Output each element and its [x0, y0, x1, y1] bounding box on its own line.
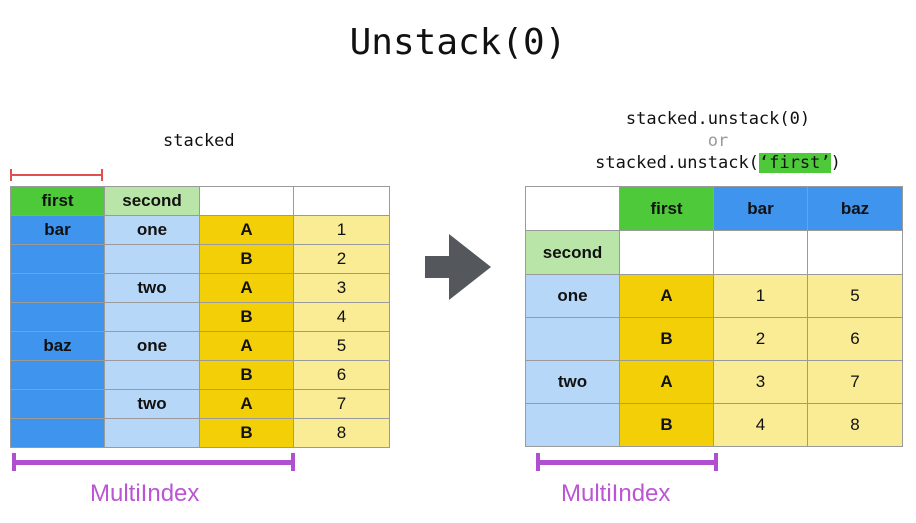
header-first: first: [10, 186, 105, 216]
code-or: or: [707, 131, 729, 151]
multiindex-bracket-left-tick: [12, 453, 16, 471]
table-row: one A 1 5: [525, 274, 903, 318]
column-bar: bar: [713, 186, 808, 231]
index-first-cell: [10, 244, 105, 274]
index-second-cell: [104, 360, 200, 390]
index-first-cell: [10, 389, 105, 419]
code-suffix: ): [830, 153, 841, 173]
index-third-cell: A: [199, 389, 294, 419]
table-row: B 4 8: [525, 403, 903, 447]
value-cell: 4: [713, 403, 808, 447]
table-row: two A 3: [10, 273, 390, 303]
header-first: first: [619, 186, 714, 231]
index-first-cell: bar: [10, 215, 105, 245]
value-cell: 2: [713, 317, 808, 361]
index-third-cell: A: [199, 273, 294, 303]
multiindex-bracket-right: [536, 460, 718, 465]
index-third-cell: A: [199, 331, 294, 361]
header-second: second: [525, 230, 620, 275]
header-blank: [619, 230, 714, 275]
value-cell: 4: [293, 302, 390, 332]
index-first-cell: [10, 302, 105, 332]
index-second-cell: two: [104, 273, 200, 303]
table-row: B 8: [10, 418, 390, 448]
level-marker-left-tick: [10, 169, 12, 181]
value-cell: 6: [807, 317, 903, 361]
multiindex-label-left: MultiIndex: [90, 480, 200, 507]
index-third-cell: A: [199, 215, 294, 245]
index-second-cell: [104, 302, 200, 332]
page-title: Unstack(0): [349, 22, 567, 63]
header-blank: [293, 186, 390, 216]
index-second-cell: two: [104, 389, 200, 419]
table-row: baz one A 5: [10, 331, 390, 361]
index-second-cell: two: [525, 360, 620, 404]
multiindex-bracket-left: [12, 460, 295, 465]
index-third-cell: B: [199, 418, 294, 448]
index-third-cell: B: [199, 302, 294, 332]
index-second-cell: [525, 403, 620, 447]
value-cell: 7: [807, 360, 903, 404]
multiindex-label-right: MultiIndex: [561, 480, 671, 507]
multiindex-bracket-right-right-tick: [714, 453, 718, 471]
table-row: B 4: [10, 302, 390, 332]
index-second-cell: one: [104, 331, 200, 361]
column-baz: baz: [807, 186, 903, 231]
header-blank: [807, 230, 903, 275]
value-cell: 8: [807, 403, 903, 447]
table-row: B 6: [10, 360, 390, 390]
header-blank: [199, 186, 294, 216]
index-second-cell: one: [104, 215, 200, 245]
value-cell: 1: [293, 215, 390, 245]
index-first-cell: baz: [10, 331, 105, 361]
table-row: two A 7: [10, 389, 390, 419]
unstacked-table: first bar baz second one A 1 5 B 2 6 two…: [525, 186, 903, 447]
unstacked-index-name-row: second: [525, 230, 903, 275]
value-cell: 8: [293, 418, 390, 448]
index-first-cell: [10, 418, 105, 448]
index-third-cell: B: [199, 244, 294, 274]
index-third-cell: B: [619, 317, 714, 361]
index-third-cell: B: [199, 360, 294, 390]
table-row: two A 3 7: [525, 360, 903, 404]
value-cell: 1: [713, 274, 808, 318]
value-cell: 5: [293, 331, 390, 361]
value-cell: 3: [713, 360, 808, 404]
header-second: second: [104, 186, 200, 216]
code-highlight: ‘first’: [758, 153, 831, 173]
table-row: B 2 6: [525, 317, 903, 361]
index-third-cell: A: [619, 274, 714, 318]
right-arrow-icon: [425, 234, 491, 300]
code-prefix: stacked.unstack(: [595, 153, 759, 173]
index-second-cell: [104, 418, 200, 448]
value-cell: 2: [293, 244, 390, 274]
multiindex-bracket-right-tick: [291, 453, 295, 471]
value-cell: 7: [293, 389, 390, 419]
stacked-table: first second bar one A 1 B 2 two A 3 B 4…: [10, 186, 390, 448]
index-second-cell: one: [525, 274, 620, 318]
multiindex-bracket-right-left-tick: [536, 453, 540, 471]
table-row: B 2: [10, 244, 390, 274]
index-second-cell: [525, 317, 620, 361]
index-third-cell: A: [619, 360, 714, 404]
value-cell: 6: [293, 360, 390, 390]
level-marker: [10, 174, 103, 176]
left-caption: stacked: [163, 131, 235, 151]
value-cell: 3: [293, 273, 390, 303]
index-second-cell: [104, 244, 200, 274]
level-marker-right-tick: [101, 169, 103, 181]
table-row: bar one A 1: [10, 215, 390, 245]
unstacked-header-row: first bar baz: [525, 186, 903, 231]
index-third-cell: B: [619, 403, 714, 447]
value-cell: 5: [807, 274, 903, 318]
stacked-header-row: first second: [10, 186, 390, 216]
index-first-cell: [10, 273, 105, 303]
code-unstack-int: stacked.unstack(0): [625, 109, 811, 129]
header-blank: [713, 230, 808, 275]
index-first-cell: [10, 360, 105, 390]
code-unstack-name: stacked.unstack(‘first’): [525, 153, 911, 173]
corner-blank: [525, 186, 620, 231]
